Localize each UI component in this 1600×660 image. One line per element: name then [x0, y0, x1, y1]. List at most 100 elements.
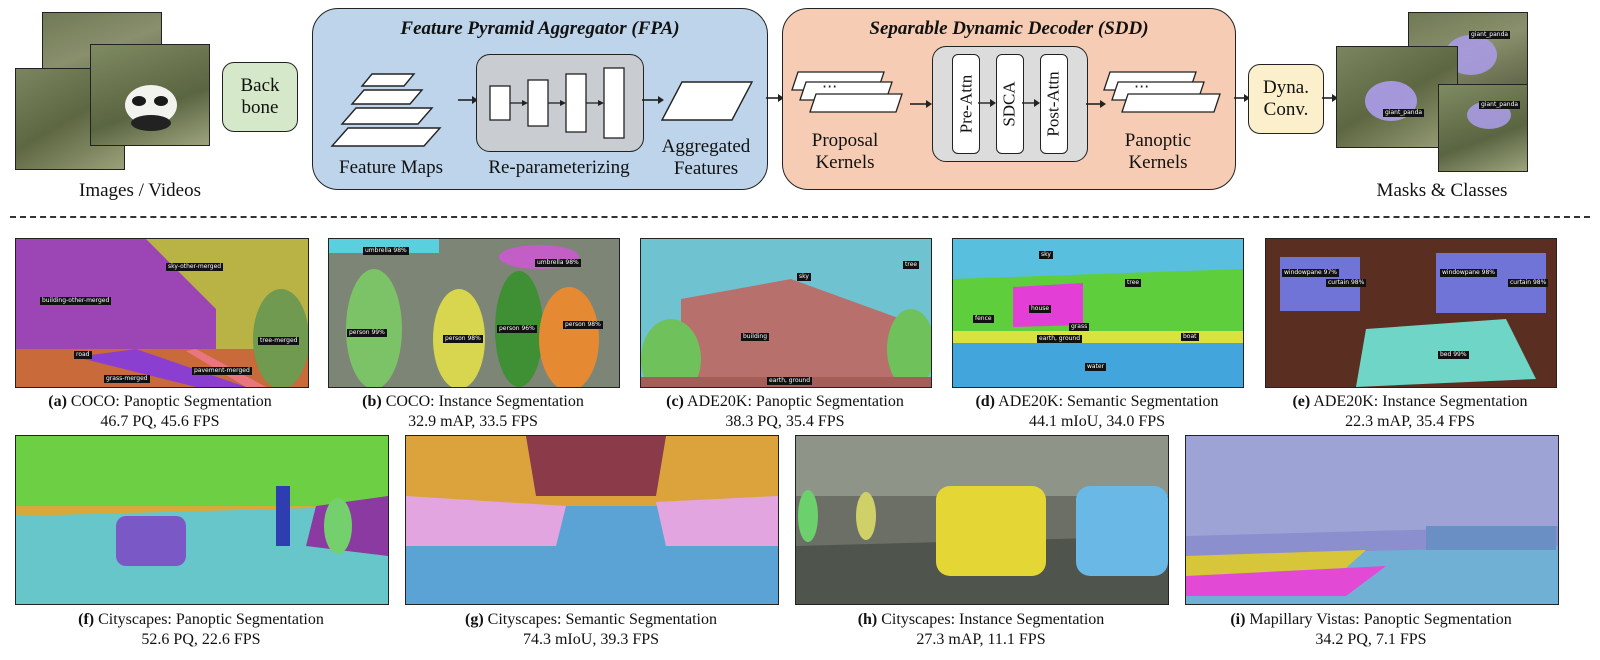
panoptic-kernels-shape: ··· — [1103, 71, 1221, 113]
result-tag: tree-merged — [258, 337, 300, 345]
caption-tag: (b) — [362, 393, 382, 410]
result-tag: boat — [1181, 333, 1199, 341]
arrow-dyna-to-output — [1322, 94, 1338, 102]
arrow-fpa-to-sdd — [766, 94, 784, 102]
backbone-label: Back bone — [240, 75, 280, 118]
caption-metrics: 27.3 mAP, 11.1 FPS — [916, 631, 1046, 648]
caption-tag: (f) — [78, 611, 95, 628]
result-tag: umbrella 98% — [535, 259, 581, 267]
caption-metrics: 22.3 mAP, 35.4 FPS — [1345, 413, 1475, 430]
caption-h: (h) Cityscapes: Instance Segmentation 27… — [821, 610, 1141, 650]
dyna-conv-label: Dyna. Conv. — [1263, 77, 1309, 120]
result-tag: earth, ground — [1037, 335, 1083, 343]
caption-dataset: ADE20K: Panoptic Segmentation — [687, 393, 904, 410]
aggregated-features-shape — [660, 81, 754, 121]
arrow-reparam-to-agg — [642, 96, 664, 104]
result-tag: sky — [1039, 251, 1053, 259]
panoptic-label: Panoptic Kernels — [1124, 130, 1192, 173]
result-tag: fence — [973, 315, 994, 323]
caption-metrics: 38.3 PQ, 35.4 FPS — [725, 413, 845, 430]
output-frame-middle: giant_panda — [1336, 46, 1458, 148]
caption-dataset: Cityscapes: Panoptic Segmentation — [98, 611, 324, 628]
result-tag: house — [1029, 305, 1052, 313]
caption-tag: (h) — [857, 611, 878, 628]
sdca-box: SDCA — [996, 54, 1024, 154]
feature-maps-label: Feature Maps — [339, 157, 443, 178]
result-tag: earth, ground — [767, 377, 813, 385]
result-tag: person 99% — [347, 329, 387, 337]
caption-f: (f) Cityscapes: Panoptic Segmentation 52… — [41, 610, 361, 650]
caption-dataset: Mapillary Vistas: Panoptic Segmentation — [1249, 611, 1512, 628]
result-tag: tree — [1125, 279, 1142, 287]
result-image-h — [795, 435, 1169, 605]
result-tag: tree — [903, 261, 920, 269]
result-tag: person 96% — [497, 325, 537, 333]
result-tag: person 98% — [443, 335, 483, 343]
result-tag: windowpane 97% — [1282, 269, 1339, 277]
feature-maps-stack — [330, 73, 442, 147]
caption-c: (c) ADE20K: Panoptic Segmentation 38.3 P… — [625, 392, 945, 432]
result-tag: curtain 98% — [1508, 279, 1549, 287]
result-tag: pavement-merged — [192, 367, 252, 375]
caption-dataset: Cityscapes: Semantic Segmentation — [487, 611, 717, 628]
result-tag: road — [74, 351, 92, 359]
caption-dataset: ADE20K: Semantic Segmentation — [998, 393, 1219, 410]
result-tag: sky-other-merged — [166, 263, 224, 271]
caption-tag: (d) — [975, 393, 996, 410]
caption-tag: (a) — [48, 393, 67, 410]
reparam-blocks — [489, 67, 625, 139]
result-image-e: windowpane 97% curtain 98% windowpane 98… — [1265, 238, 1557, 388]
arrow-sdd-to-dyna — [1234, 94, 1250, 102]
post-attn-box: Post-Attn — [1040, 54, 1068, 154]
backbone-box: Back bone — [222, 62, 298, 132]
svg-text:···: ··· — [1134, 77, 1149, 96]
caption-a: (a) COCO: Panoptic Segmentation 46.7 PQ,… — [0, 392, 320, 432]
caption-tag: (c) — [666, 393, 684, 410]
input-label: Images / Videos — [79, 180, 201, 201]
arrow-proposal-to-attn — [910, 100, 932, 108]
caption-dataset: Cityscapes: Instance Segmentation — [881, 611, 1105, 628]
caption-metrics: 44.1 mIoU, 34.0 FPS — [1028, 413, 1166, 430]
result-image-f — [15, 435, 389, 605]
arrow-fm-to-reparam — [458, 96, 478, 104]
caption-metrics: 52.6 PQ, 22.6 FPS — [141, 631, 261, 648]
result-tag: grass-merged — [104, 375, 150, 383]
result-tag: person 98% — [563, 321, 603, 329]
output-tag: giant_panda — [1383, 109, 1425, 117]
caption-e: (e) ADE20K: Instance Segmentation 22.3 m… — [1250, 392, 1570, 432]
caption-g: (g) Cityscapes: Semantic Segmentation 74… — [431, 610, 751, 650]
result-tag: grass — [1069, 323, 1090, 331]
result-tag: sky — [797, 273, 811, 281]
result-tag: umbrella 98% — [363, 247, 409, 255]
output-tag: giant_panda — [1479, 101, 1521, 109]
caption-tag: (i) — [1230, 611, 1246, 628]
caption-tag: (e) — [1292, 393, 1311, 410]
result-tag: windowpane 98% — [1440, 269, 1497, 277]
caption-dataset: ADE20K: Instance Segmentation — [1313, 393, 1528, 410]
arrow-attn-to-panoptic — [1086, 100, 1106, 108]
arrow-sdca-to-post — [1022, 99, 1040, 107]
result-tag: water — [1085, 363, 1107, 371]
caption-metrics: 46.7 PQ, 45.6 FPS — [100, 413, 220, 430]
caption-d: (d) ADE20K: Semantic Segmentation 44.1 m… — [937, 392, 1257, 432]
result-image-a: sky-other-merged building-other-merged t… — [15, 238, 309, 388]
output-label: Masks & Classes — [1376, 180, 1508, 201]
pre-attn-box: Pre-Attn — [952, 54, 980, 154]
result-image-c: sky tree building earth, ground — [640, 238, 932, 388]
caption-dataset: COCO: Panoptic Segmentation — [70, 393, 272, 410]
caption-metrics: 74.3 mIoU, 39.3 FPS — [522, 631, 660, 648]
fpa-title: Feature Pyramid Aggregator (FPA) — [400, 18, 680, 39]
result-image-i — [1185, 435, 1559, 605]
output-tag: giant_panda — [1469, 31, 1511, 39]
result-tag: curtain 98% — [1326, 279, 1367, 287]
aggregated-label: Aggregated Features — [661, 136, 751, 179]
result-image-g — [405, 435, 779, 605]
result-image-d: sky tree house fence grass earth, ground… — [952, 238, 1244, 388]
reparam-label: Re-parameterizing — [488, 157, 630, 178]
dashed-separator — [10, 216, 1590, 218]
sdd-title: Separable Dynamic Decoder (SDD) — [869, 18, 1149, 39]
arrow-pre-to-sdca — [978, 99, 996, 107]
caption-i: (i) Mapillary Vistas: Panoptic Segmentat… — [1211, 610, 1531, 650]
post-attn-label: Post-Attn — [1044, 71, 1063, 137]
proposal-label: Proposal Kernels — [811, 130, 879, 173]
